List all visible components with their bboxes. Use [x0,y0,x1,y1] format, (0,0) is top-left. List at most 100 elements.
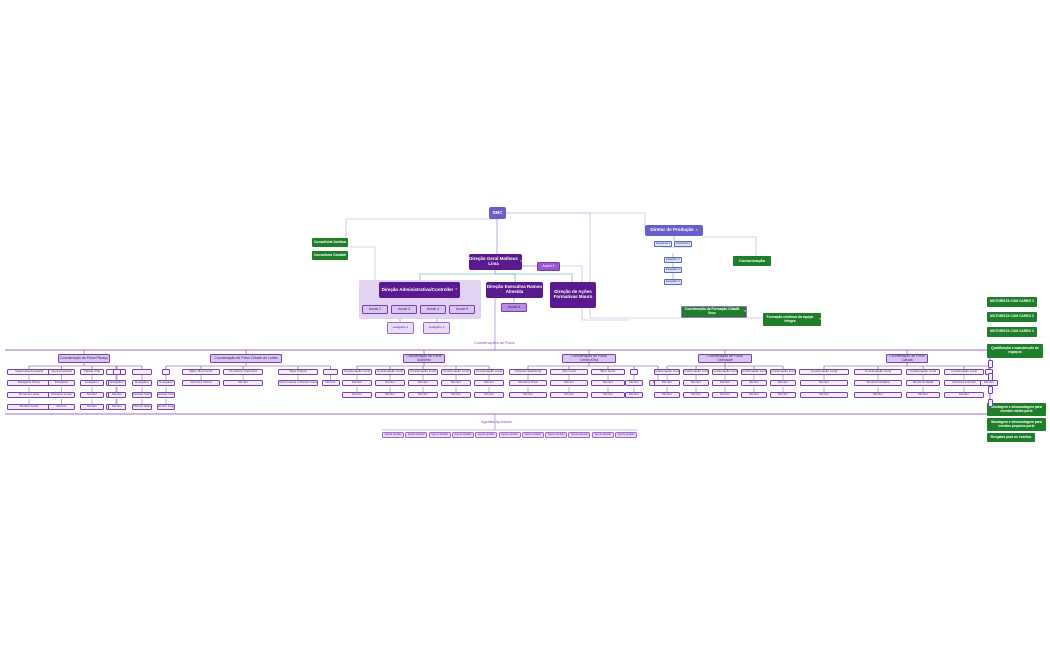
agente-node[interactable]: Agente apoiado [521,432,544,438]
person-node[interactable]: Monitor [48,404,75,410]
person-node[interactable]: Monitor [408,392,438,398]
admin-assist-3[interactable]: Assist 3 [391,305,417,314]
person-node[interactable]: Monitor [770,380,796,386]
person-node[interactable]: Estagiário Direto [7,380,51,386]
person-node[interactable]: Estagiário [157,380,175,386]
person-node[interactable]: Monitor [770,392,796,398]
person-node[interactable]: Monitora Lucas [48,392,75,398]
coord-formacao-node[interactable]: Coordenação da Formação Cidadã Sesc≡ [681,306,747,318]
person-node[interactable]: Monitor [342,380,372,386]
person-node[interactable]: Monitor [550,392,588,398]
person-node[interactable]: Monitor [80,392,104,398]
sub-node[interactable]: Coordenação Local [712,369,738,375]
producao-assist-1[interactable]: Assistente 1 [654,241,672,247]
person-node[interactable]: Monitor [375,392,405,398]
person-node[interactable]: Monitor [741,380,767,386]
person-node[interactable]: Estagiário [132,380,152,386]
rail-end-node[interactable] [988,386,993,394]
person-node[interactable]: Monitor [654,392,680,398]
sub-node[interactable]: Tarte Cultura [278,369,318,375]
person-node[interactable]: Monitor [906,392,940,398]
person-node[interactable]: Monitor [509,392,547,398]
person-node[interactable]: Monitor [854,392,902,398]
polo-6-node[interactable]: Coordenação de Polos Cabula [886,354,928,363]
person-node[interactable]: Monitor [625,392,643,398]
sub-node[interactable]: Barro Movimento [182,369,220,375]
person-node[interactable]: Monitor [712,380,738,386]
right-resgates[interactable]: Resgates para os eventos [987,433,1035,442]
sub-node[interactable]: Coordenação Local [441,369,471,375]
consultoria-contabil-node[interactable]: Consultoria Contábil [312,251,348,260]
person-node[interactable]: Monitor [591,392,625,398]
person-node[interactable]: Monitor [342,392,372,398]
rail-end-node[interactable] [988,373,993,381]
agente-node[interactable]: Agente apoiado [591,432,614,438]
estagiario-2-node[interactable]: estagiario 2 [423,322,450,334]
agente-node[interactable]: Agente apoiado [428,432,451,438]
agente-node[interactable]: Agente apoiado [545,432,568,438]
sub-node[interactable]: Coordenação Local [408,369,438,375]
producao-estag-1[interactable]: Estagiário 1 [664,257,682,263]
sub-node[interactable] [323,369,338,375]
person-node[interactable]: Monitora Vitória [157,392,175,398]
person-node[interactable]: Monitor Cesar [7,404,51,410]
right-motorista-2[interactable]: MOTORISTA COM CARRO 2 [987,312,1037,322]
person-node[interactable]: Monitor [80,404,104,410]
person-node[interactable]: Monitora Vitória [182,380,220,386]
right-motorista-1[interactable]: MOTORISTA COM CARRO 1 [987,297,1037,307]
agente-node[interactable]: Agente apoiado [451,432,474,438]
admin-assist-5[interactable]: Assist 5 [449,305,475,314]
agente-node[interactable]: Agente apoiado [615,432,637,438]
person-node[interactable]: Monitor [441,380,471,386]
agente-node[interactable]: Agente apoiado [568,432,591,438]
formacao-continua-node[interactable]: Formação contínua da equipe Integra≡ [763,313,821,326]
person-node[interactable]: Monitor [223,380,263,386]
person-node[interactable]: Monitor [408,380,438,386]
right-motorista-3[interactable]: MOTORISTA COM CARRO 3 [987,327,1037,337]
person-node[interactable]: Monitor [712,392,738,398]
person-node[interactable]: Estagiário [80,380,104,386]
sub-node[interactable]: Coordenação Local [654,369,680,375]
person-node[interactable]: Monitor [321,380,340,386]
comunicacao-node[interactable]: Comunicação [733,256,771,266]
person-node[interactable]: Monitora Thais [509,380,547,386]
sub-node[interactable]: Coordenação Local [854,369,902,375]
person-node[interactable]: Monitor [683,380,709,386]
admin-assist-4[interactable]: Assist 4 [420,305,446,314]
person-node[interactable]: Monitora Rafaela [854,380,902,386]
sub-node[interactable]: Areia Ancestral [48,369,75,375]
assist-1-node[interactable]: Assist 1 [537,262,560,271]
person-node[interactable]: Monitora Cassia e Monitor Caetano [278,380,318,386]
sub-node[interactable]: Coordenação Local [683,369,709,375]
sub-node[interactable]: Coordenação Local [342,369,372,375]
sub-node[interactable] [132,369,152,375]
rail-end-node[interactable] [988,399,993,407]
person-node[interactable]: Estagiário [108,380,126,386]
diretor-producao-node[interactable]: Diretor de Produção≡ [645,225,703,236]
sub-node[interactable] [630,369,638,375]
person-node[interactable]: Monitor [944,392,984,398]
polo-3-node[interactable]: Coordenação de Polos Subúrbio [403,354,445,363]
direcao-acoes-node[interactable]: Direção de Ações Formativas Mauro [550,282,596,308]
agente-node[interactable]: Agente apoiado [498,432,521,438]
smc-node[interactable]: SMC [489,207,506,219]
person-node[interactable]: Monitor [741,392,767,398]
rail-end-node[interactable] [988,360,993,368]
sub-node[interactable]: Cidade Vida [80,369,104,375]
person-node[interactable]: Monitora Lucas [7,392,51,398]
polo-2-node[interactable]: Coordenação de Polos Cidade de Lobão [210,354,282,363]
right-montagem-medio[interactable]: Montagem e desmontagem para eventos médi… [987,403,1046,416]
right-montagem-pequeno[interactable]: Montagem e desmontagem para eventos pequ… [987,418,1046,431]
producao-assist-2[interactable]: Assistente 2 [674,241,692,247]
person-node[interactable]: Monitor [550,380,588,386]
person-node[interactable]: Monitor [375,380,405,386]
person-node[interactable]: Monitor [441,392,471,398]
consultoria-juridica-node[interactable]: Consultoria Jurídica [312,238,348,247]
sub-node[interactable] [162,369,170,375]
person-node[interactable]: Monitor [800,380,848,386]
sub-node[interactable]: Coordenação Local [770,369,796,375]
sub-node[interactable]: Bom Vento [591,369,625,375]
person-node[interactable]: Monitor [108,392,126,398]
polo-1-node[interactable]: Coordenação de Polos Pituaçu [58,354,110,363]
polo-5-node[interactable]: Coordenação de Polos Liberdade [698,354,752,363]
